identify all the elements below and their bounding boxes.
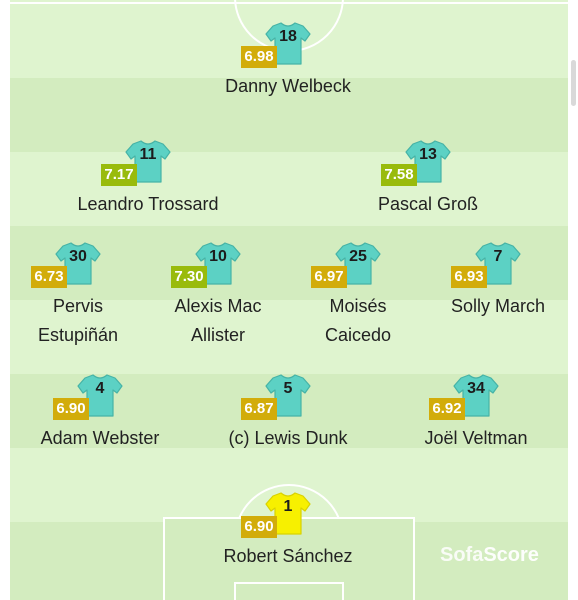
penalty-box xyxy=(163,517,415,600)
player-name-line: Joël Veltman xyxy=(424,428,528,448)
player-name: Solly March xyxy=(418,292,568,321)
shirt-number: 5 xyxy=(283,380,293,397)
shirt-number: 10 xyxy=(209,248,227,265)
player-name-line: Solly March xyxy=(450,296,546,316)
shirt-number: 11 xyxy=(139,146,157,163)
shirt-icon xyxy=(125,140,171,183)
pitch-stripe xyxy=(10,78,568,152)
rating-badge: 7.17 xyxy=(101,164,137,186)
scrollbar[interactable] xyxy=(571,60,576,106)
player-name: Joël Veltman xyxy=(396,424,556,453)
player-name-line: Caicedo xyxy=(324,325,392,345)
shirt-icon xyxy=(55,242,101,285)
player-name-line: Estupiñán xyxy=(37,325,119,345)
shirt-number: 30 xyxy=(69,248,87,265)
shirt-number: 18 xyxy=(279,28,297,45)
shirt-number: 4 xyxy=(95,380,105,397)
player-name-line: Danny Welbeck xyxy=(225,76,351,96)
player-name-line: Adam Webster xyxy=(40,428,160,448)
rating-badge: 6.98 xyxy=(241,46,277,68)
pitch-stripe xyxy=(10,300,568,374)
player-name-line: Leandro Trossard xyxy=(77,194,219,214)
rating-badge: 6.73 xyxy=(31,266,67,288)
rating-badge: 6.90 xyxy=(53,398,89,420)
player-name: (c) Lewis Dunk xyxy=(208,424,368,453)
shirt-icon xyxy=(475,242,521,285)
player-name-line: Allister xyxy=(190,325,245,345)
player-name-line: Pascal Groß xyxy=(377,194,479,214)
player-name: Adam Webster xyxy=(20,424,180,453)
player-name: Danny Welbeck xyxy=(208,72,368,101)
rating-badge: 6.87 xyxy=(241,398,277,420)
rating-badge: 7.30 xyxy=(171,266,207,288)
shirt-icon xyxy=(77,374,123,417)
player-name-line: Alexis Mac xyxy=(174,296,262,316)
rating-badge: 6.90 xyxy=(241,516,277,538)
rating-badge: 6.92 xyxy=(429,398,465,420)
player-name: Robert Sánchez xyxy=(208,542,368,571)
shirt-icon xyxy=(335,242,381,285)
shirt-icon xyxy=(453,374,499,417)
rating-badge: 6.97 xyxy=(311,266,347,288)
rating-badge: 6.93 xyxy=(451,266,487,288)
player-name: Pascal Groß xyxy=(348,190,508,219)
rating-badge: 7.58 xyxy=(381,164,417,186)
player-name-line: Pervis xyxy=(52,296,103,316)
shirt-icon xyxy=(405,140,451,183)
sofascore-logo: SofaScore xyxy=(440,544,539,566)
shirt-icon xyxy=(195,242,241,285)
player-name: Leandro Trossard xyxy=(68,190,228,219)
shirt-icon xyxy=(265,374,311,417)
shirt-number: 1 xyxy=(283,498,293,515)
goal-area xyxy=(234,582,344,600)
shirt-number: 13 xyxy=(419,146,437,163)
player-name-line: (c) Lewis Dunk xyxy=(228,428,348,448)
shirt-number: 34 xyxy=(467,380,485,397)
shirt-number: 25 xyxy=(349,248,367,265)
player-name-line: Moisés xyxy=(329,296,387,316)
shirt-number: 7 xyxy=(493,248,503,265)
player-name-line: Robert Sánchez xyxy=(223,546,353,566)
shirt-icon xyxy=(265,492,311,535)
shirt-icon xyxy=(265,22,311,65)
